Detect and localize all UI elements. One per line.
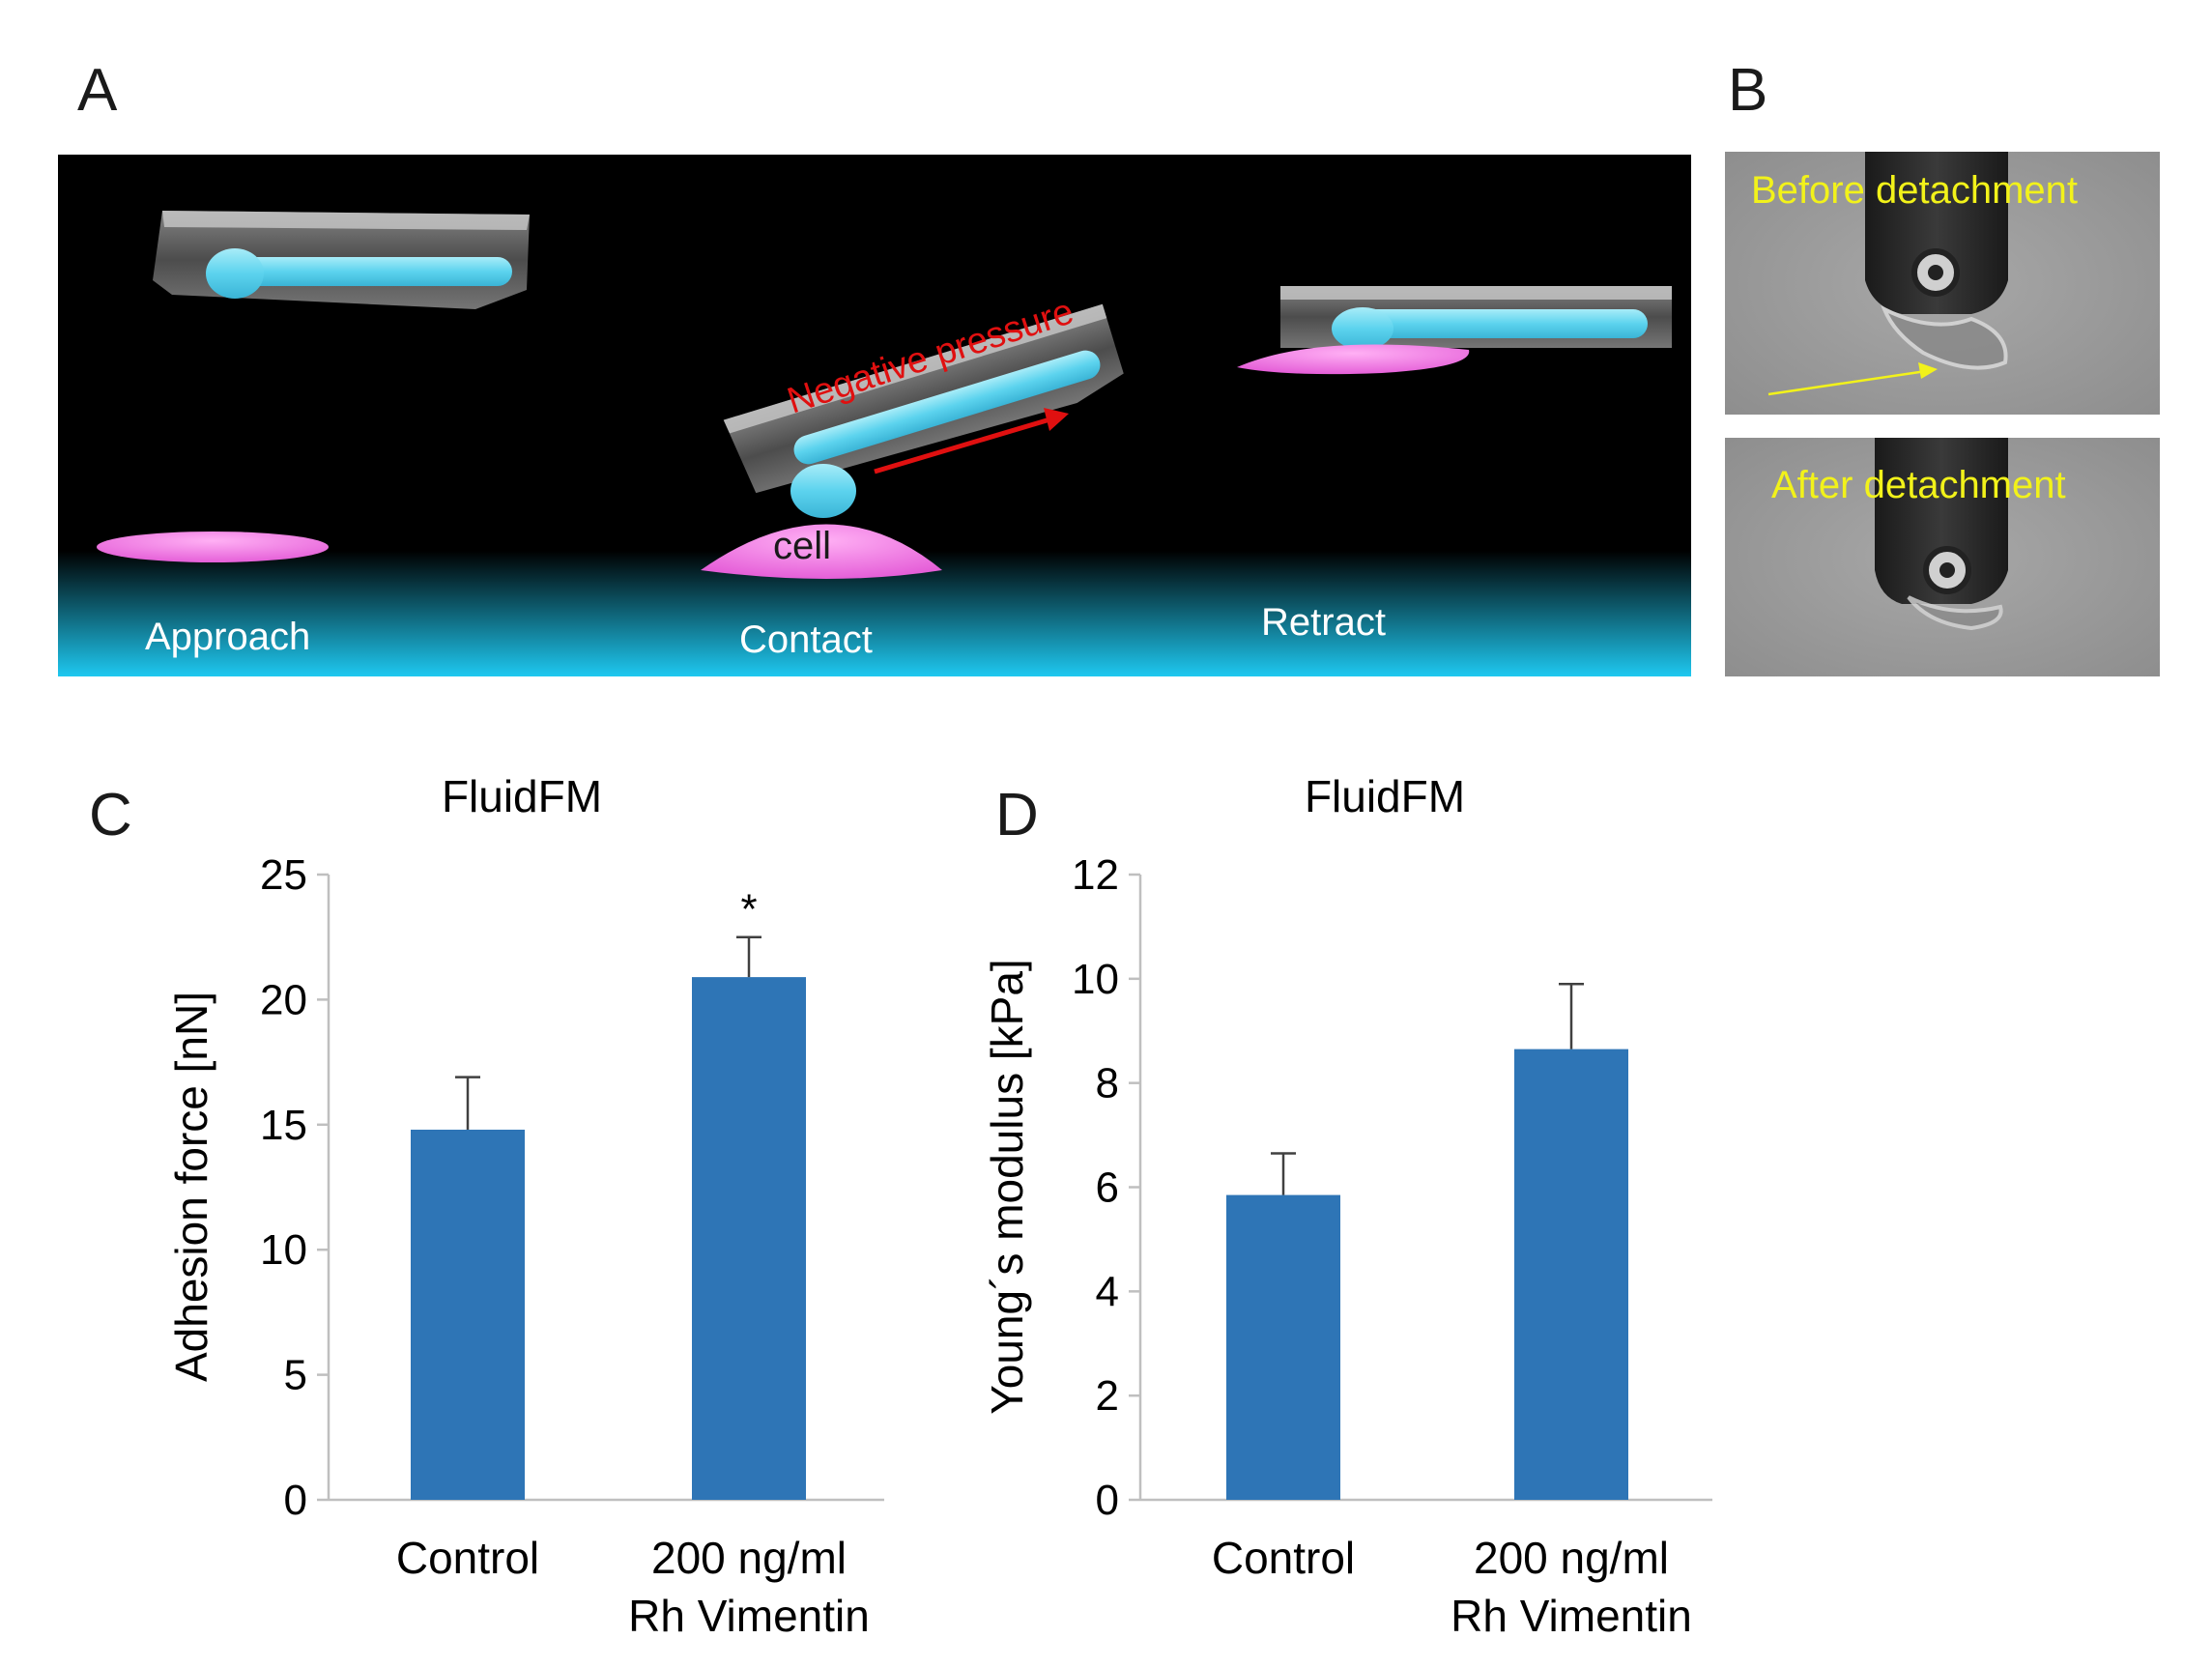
panel-letter-a: A — [77, 57, 118, 124]
stage-label-contact: Contact — [739, 618, 873, 661]
x-category-label: 200 ng/ml — [1474, 1533, 1669, 1583]
y-tick-label: 8 — [1096, 1060, 1119, 1107]
y-tick-label: 6 — [1096, 1164, 1119, 1212]
y-tick-label: 10 — [1072, 956, 1119, 1003]
y-tick-label: 0 — [284, 1477, 307, 1524]
stage-label-approach: Approach — [145, 616, 310, 658]
before-detachment-label: Before detachment — [1751, 169, 2078, 212]
y-tick-label: 0 — [1096, 1477, 1119, 1524]
bar — [1226, 1194, 1340, 1500]
y-tick-label: 20 — [260, 976, 307, 1023]
after-detachment-label: After detachment — [1771, 464, 2066, 506]
y-tick-label: 15 — [260, 1102, 307, 1149]
panel-letter-b: B — [1728, 57, 1768, 124]
stage-label-retract: Retract — [1261, 601, 1386, 644]
cantilever-contact — [723, 303, 1124, 494]
y-tick-label: 10 — [260, 1226, 307, 1274]
cantilever-approach — [153, 211, 530, 309]
panel-a-schematic: Approach cell Negative pressure Contact … — [58, 155, 1691, 676]
pressure-arrowhead — [1044, 408, 1069, 431]
bar — [692, 977, 806, 1500]
y-tick-label: 12 — [1072, 851, 1119, 899]
y-tick-label: 2 — [1096, 1372, 1119, 1420]
chart-title: FluidFM — [442, 771, 602, 821]
micrograph-after: After detachment — [1725, 438, 2160, 676]
chart-title: FluidFM — [1305, 771, 1465, 821]
x-category-label: 200 ng/ml — [651, 1533, 847, 1583]
y-tick-label: 5 — [284, 1352, 307, 1399]
micrograph-before: Before detachment — [1725, 152, 2160, 415]
x-category-label: Rh Vimentin — [628, 1591, 870, 1641]
cantilever-retract — [1280, 286, 1672, 350]
panel-letter-d: D — [995, 782, 1039, 848]
chart-youngs-modulus: FluidFM Young´s modulus [kPa] 024681012 … — [982, 771, 1712, 1641]
x-category-label: Control — [1212, 1533, 1355, 1583]
cell-retract — [1237, 344, 1470, 375]
chart-adhesion-force: FluidFM Adhesion force [nN] 0 5 10 15 20 25 *… — [166, 771, 884, 1641]
y-axis-label: Young´s modulus [kPa] — [982, 959, 1032, 1414]
cell-label: cell — [773, 525, 831, 567]
y-tick-label: 25 — [260, 851, 307, 899]
cell-contact — [701, 524, 942, 579]
cell-approach — [97, 532, 329, 562]
contact-probe-tip — [790, 464, 856, 518]
panel-b-micrographs: Before detachment After detachment — [1725, 152, 2160, 676]
y-tick-label: 4 — [1096, 1268, 1119, 1315]
y-axis-label: Adhesion force [nN] — [166, 992, 216, 1382]
bar — [411, 1129, 525, 1500]
panel-letter-c: C — [89, 782, 132, 848]
bar — [1514, 1049, 1628, 1500]
significance-marker: * — [740, 886, 757, 934]
x-category-label: Control — [396, 1533, 539, 1583]
pressure-arrow — [874, 413, 1064, 474]
x-category-label: Rh Vimentin — [1451, 1591, 1692, 1641]
